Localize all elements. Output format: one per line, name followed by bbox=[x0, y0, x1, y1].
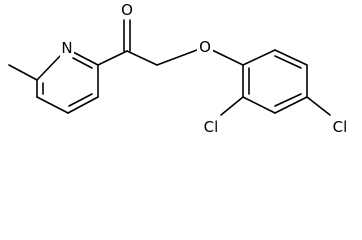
chlorine-para-label: Cl bbox=[333, 118, 348, 136]
bond-group bbox=[8, 19, 331, 116]
chlorine-ortho-label: Cl bbox=[204, 118, 219, 136]
ether-oxygen-label-bg bbox=[197, 37, 213, 56]
bond-aryl-cl-para bbox=[306, 96, 331, 116]
bond-ch2-oxygen bbox=[156, 49, 198, 66]
bond-pyridine-c6-n bbox=[36, 54, 62, 81]
bond-pyridine-c4-c5 bbox=[36, 96, 69, 114]
bond-oxygen-aryl bbox=[211, 49, 244, 66]
bond-pyridine-c3-c4 bbox=[67, 96, 99, 114]
ether-oxygen-label: O bbox=[199, 38, 211, 56]
bond-aryl-c3-c4 bbox=[274, 96, 308, 114]
bond-aryl-c6-c1 bbox=[242, 49, 276, 66]
carbonyl-oxygen-label: O bbox=[121, 1, 133, 19]
molecule-drawing: N O O Cl Cl bbox=[8, 0, 352, 136]
bond-aryl-c2-c3 bbox=[242, 96, 276, 114]
bond-aryl-c3-c4-inner bbox=[274, 93, 302, 107]
bond-aryl-cl-ortho bbox=[220, 96, 244, 116]
carbonyl-oxygen-label-bg bbox=[119, 0, 135, 19]
bond-carbonyl-ch2 bbox=[126, 50, 158, 66]
nitrogen-label: N bbox=[61, 39, 72, 57]
bond-pyridine-c3-c4-inner bbox=[68, 93, 93, 107]
nitrogen-label-bg bbox=[60, 39, 74, 57]
bond-aryl-c5-c6 bbox=[274, 49, 308, 66]
bond-pyridine-n-c2-inner bbox=[72, 57, 93, 69]
chlorine-para-label-bg bbox=[328, 117, 352, 136]
atom-label-group: N O O Cl Cl bbox=[60, 0, 352, 136]
bond-methyl bbox=[8, 64, 38, 81]
chlorine-ortho-label-bg bbox=[199, 117, 223, 136]
bond-pyridine-n-c2 bbox=[72, 51, 99, 66]
bond-pyridine-carbonyl bbox=[97, 50, 128, 66]
structure-diagram: N O O Cl Cl bbox=[8, 0, 352, 136]
bond-aryl-c5-c6-inner bbox=[274, 55, 302, 69]
